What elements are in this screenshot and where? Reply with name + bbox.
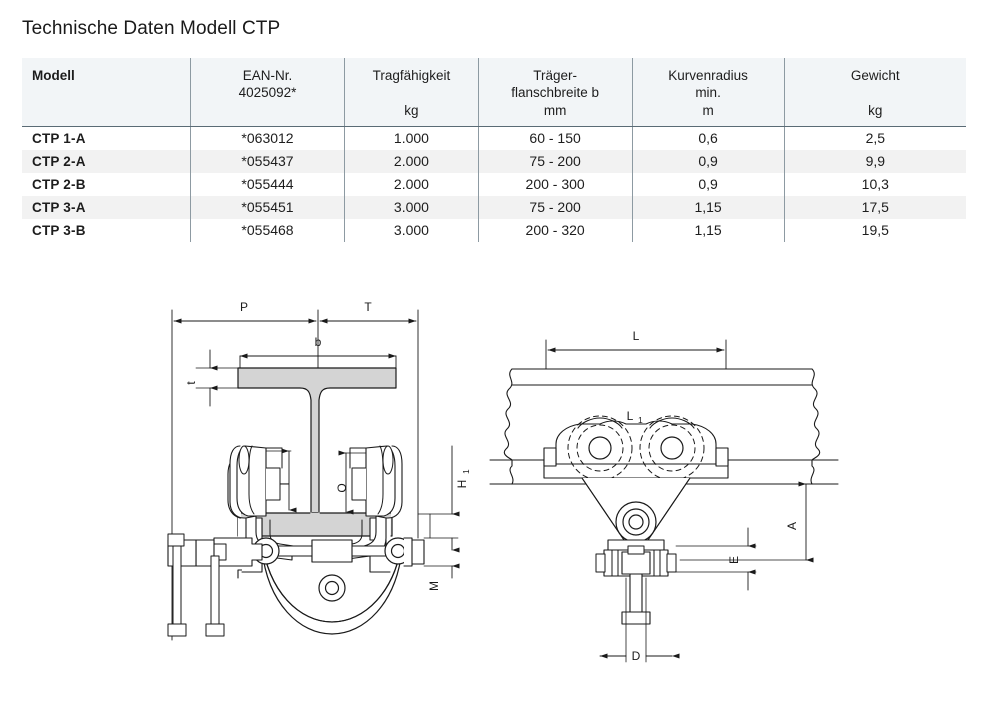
cell-modell: CTP 1-A (32, 130, 86, 146)
column-header-tragfaehigkeit-line1: Tragfähigkeit (372, 68, 451, 83)
column-header-ean-line1: EAN-Nr. (242, 68, 293, 83)
cell-ean: *055468 (189, 218, 345, 242)
column-header-traegerflanschbreite-line1: Träger- (533, 68, 577, 83)
hook-block (595, 539, 677, 625)
cell-tragfaehigkeit: 3.000 (344, 218, 479, 242)
cell-tragfaehigkeit: 2.000 (344, 149, 479, 173)
cell-ean: *063012 (189, 126, 345, 150)
column-header-kurvenradius-line1: Kurvenradius (668, 68, 748, 83)
column-header-traegerflanschbreite-unit: mm (543, 103, 567, 118)
technical-data-table: Modell EAN-Nr. 4025092* Tragfähigkeit kg… (22, 58, 966, 242)
cell-traegerflanschbreite: 60 - 150 (477, 126, 633, 150)
table-row: CTP 3-B *055468 3.000 200 - 320 1,15 19,… (22, 218, 966, 242)
page-title: Technische Daten Modell CTP (22, 18, 281, 39)
technical-drawings: P T b t I O H 1 M L L 1 A E D (0, 288, 996, 708)
cell-tragfaehigkeit: 3.000 (344, 195, 479, 219)
label-o: O (335, 483, 349, 492)
label-l1-sub: 1 (638, 415, 643, 425)
label-h1-main: H (455, 480, 469, 489)
column-header-tragfaehigkeit: Tragfähigkeit kg (344, 58, 479, 127)
column-header-kurvenradius-line2: min. (695, 85, 721, 100)
table-header: Modell EAN-Nr. 4025092* Tragfähigkeit kg… (22, 58, 966, 127)
label-l1-main: L (627, 409, 634, 423)
cell-gewicht: 9,9 (783, 149, 966, 173)
column-header-traegerflanschbreite: Träger- flanschbreite b mm (477, 58, 633, 127)
cell-ean: *055444 (189, 172, 345, 196)
drawings-svg: P T b t I O H 1 M L L 1 A E D (167, 300, 839, 663)
wheel-hub-left (567, 415, 633, 481)
label-h1: H 1 (455, 469, 471, 488)
column-header-modell-line1: Modell (32, 68, 75, 83)
column-header-kurvenradius-unit: m (702, 103, 714, 118)
cell-gewicht: 10,3 (783, 172, 966, 196)
column-header-kurvenradius: Kurvenradius min. m (631, 58, 785, 127)
cell-kurvenradius: 1,15 (631, 218, 785, 242)
column-header-tragfaehigkeit-unit: kg (404, 103, 419, 118)
center-pivot (615, 501, 657, 543)
break-line-right (810, 368, 821, 485)
side-view-drawing (489, 339, 839, 663)
label-d: D (632, 649, 641, 663)
column-header-ean: EAN-Nr. 4025092* (189, 58, 345, 127)
cell-ean: *055451 (189, 195, 345, 219)
column-header-gewicht-line1: Gewicht (850, 68, 900, 83)
cell-gewicht: 2,5 (783, 126, 966, 150)
table-header-row: Modell EAN-Nr. 4025092* Tragfähigkeit kg… (22, 58, 966, 127)
label-b: b (315, 335, 322, 349)
adjustment-handle (167, 533, 263, 637)
cell-ean: *055437 (189, 149, 345, 173)
table-row: CTP 3-A *055451 3.000 75 - 200 1,15 17,5 (22, 195, 966, 219)
cell-kurvenradius: 0,9 (631, 172, 785, 196)
label-i: I (278, 482, 292, 485)
label-t: T (364, 300, 372, 314)
column-header-modell: Modell (22, 58, 191, 127)
label-h1-sub: 1 (461, 469, 471, 474)
cell-modell: CTP 2-B (32, 176, 86, 192)
trolley-body (555, 420, 717, 465)
cell-kurvenradius: 0,9 (631, 149, 785, 173)
cell-traegerflanschbreite: 200 - 300 (477, 172, 633, 196)
cell-modell: CTP 3-A (32, 199, 86, 215)
table-row: CTP 2-A *055437 2.000 75 - 200 0,9 9,9 (22, 149, 966, 173)
label-l: L (633, 329, 640, 343)
column-header-ean-line2: 4025092* (238, 85, 297, 100)
cell-tragfaehigkeit: 1.000 (344, 126, 479, 150)
cell-gewicht: 17,5 (783, 195, 966, 219)
table-body: CTP 1-A *063012 1.000 60 - 150 0,6 2,5 C… (22, 126, 966, 242)
label-p: P (240, 300, 248, 314)
cell-kurvenradius: 1,15 (631, 195, 785, 219)
column-header-traegerflanschbreite-line2: flanschbreite b (511, 85, 600, 100)
cell-modell: CTP 2-A (32, 153, 86, 169)
cell-traegerflanschbreite: 75 - 200 (477, 195, 633, 219)
cell-tragfaehigkeit: 2.000 (344, 172, 479, 196)
label-m: M (427, 581, 441, 591)
column-header-gewicht-unit: kg (868, 103, 883, 118)
column-header-gewicht: Gewicht kg (783, 58, 966, 127)
break-line-left (503, 368, 514, 485)
label-t-thickness: t (184, 381, 198, 385)
label-a: A (785, 522, 799, 530)
front-view-drawing (167, 309, 460, 641)
cell-traegerflanschbreite: 75 - 200 (477, 149, 633, 173)
cell-modell: CTP 3-B (32, 222, 86, 238)
table-row: CTP 1-A *063012 1.000 60 - 150 0,6 2,5 (22, 126, 966, 150)
cell-gewicht: 19,5 (783, 218, 966, 242)
cell-traegerflanschbreite: 200 - 320 (477, 218, 633, 242)
cell-kurvenradius: 0,6 (631, 126, 785, 150)
label-e: E (727, 556, 741, 564)
label-l1: L 1 (627, 409, 643, 425)
table-row: CTP 2-B *055444 2.000 200 - 300 0,9 10,3 (22, 172, 966, 196)
